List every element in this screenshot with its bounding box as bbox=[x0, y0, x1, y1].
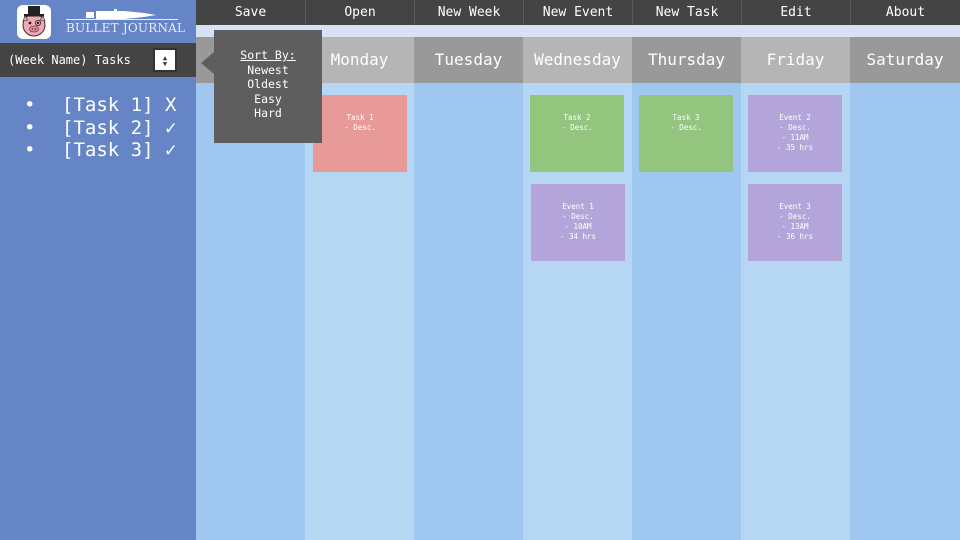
brand-name: BULLET JOURNAL bbox=[66, 19, 186, 35]
task-status-x-icon[interactable]: X bbox=[164, 94, 177, 116]
fountain-pen-icon bbox=[86, 6, 156, 19]
task-list-item[interactable]: • [Task 2] ✓ bbox=[24, 117, 176, 140]
bullet-icon: • bbox=[24, 94, 36, 116]
day-column-wednesday: Wednesday Task 2 - Desc. Event 1 - Desc.… bbox=[523, 37, 632, 540]
event-card[interactable]: Event 2 - Desc. - 11AM - 35 hrs bbox=[748, 95, 842, 172]
day-header-monday: Monday bbox=[305, 37, 414, 83]
logo-area: BULLET JOURNAL bbox=[0, 0, 196, 43]
sort-popup-title: Sort By: bbox=[240, 48, 296, 62]
menu-save[interactable]: Save bbox=[234, 5, 267, 20]
task-list-item[interactable]: • [Task 1] X bbox=[24, 94, 176, 117]
menu-about[interactable]: About bbox=[850, 0, 960, 25]
day-header-thursday: Thursday bbox=[632, 37, 741, 83]
bullet-icon: • bbox=[24, 116, 36, 139]
sort-option-newest[interactable]: Newest bbox=[247, 62, 289, 77]
sort-toggle-button[interactable]: ▲ ▼ bbox=[153, 48, 177, 72]
day-column-saturday: Saturday bbox=[850, 37, 960, 540]
day-column-friday: Friday Event 2 - Desc. - 11AM - 35 hrs E… bbox=[741, 37, 850, 540]
sidebar-title: (Week Name) Tasks bbox=[8, 53, 131, 67]
sort-down-icon: ▼ bbox=[162, 60, 168, 68]
menu-new-week[interactable]: New Week bbox=[414, 0, 523, 25]
week-columns: Monday Task 1 - Desc. Tuesday Wednesday … bbox=[196, 37, 960, 540]
menubar-divider-strip bbox=[196, 25, 960, 37]
sort-option-oldest[interactable]: Oldest bbox=[247, 77, 289, 91]
sort-up-icon: ▲ bbox=[162, 54, 168, 62]
sort-option-hard[interactable]: Hard bbox=[254, 106, 282, 120]
pig-with-top-hat-icon bbox=[17, 5, 51, 39]
bullet-icon: • bbox=[24, 139, 36, 161]
sidebar: BULLET JOURNAL (Week Name) Tasks ▲ ▼ • [T… bbox=[0, 0, 196, 540]
day-column-monday: Monday Task 1 - Desc. bbox=[305, 37, 414, 540]
menu-open[interactable]: Open bbox=[305, 0, 414, 25]
menu-edit[interactable]: Edit bbox=[741, 0, 850, 25]
task-status-check-icon[interactable]: ✓ bbox=[164, 116, 177, 139]
task-label: [Task 3] bbox=[62, 139, 154, 161]
menu-new-task[interactable]: New Task bbox=[632, 0, 741, 25]
task-card[interactable]: Task 2 - Desc. bbox=[530, 95, 624, 172]
day-header-saturday: Saturday bbox=[850, 37, 960, 83]
sort-popup-pointer bbox=[201, 52, 214, 74]
menu-new-event[interactable]: New Event bbox=[523, 0, 632, 25]
sort-option-easy[interactable]: Easy bbox=[254, 91, 282, 106]
day-column-tuesday: Tuesday bbox=[414, 37, 523, 540]
task-card[interactable]: Task 1 - Desc. bbox=[313, 95, 407, 172]
event-card[interactable]: Event 1 - Desc. - 10AM - 34 hrs bbox=[531, 184, 625, 261]
day-column-thursday: Thursday Task 3 - Desc. bbox=[632, 37, 741, 540]
task-card[interactable]: Task 3 - Desc. bbox=[639, 95, 733, 172]
task-status-check-icon[interactable]: ✓ bbox=[164, 139, 177, 161]
menubar: Save Open New Week New Event New Task Ed… bbox=[196, 0, 960, 25]
task-list-item[interactable]: • [Task 3] ✓ bbox=[24, 139, 176, 162]
task-label: [Task 1] bbox=[62, 94, 154, 116]
day-header-wednesday: Wednesday bbox=[523, 37, 632, 83]
task-list: • [Task 1] X • [Task 2] ✓ • [Task 3] ✓ bbox=[24, 94, 176, 162]
event-card[interactable]: Event 3 - Desc. - 13AM - 36 hrs bbox=[748, 184, 842, 261]
sort-popup: Sort By: Newest Oldest Easy Hard bbox=[214, 30, 322, 143]
task-label: [Task 2] bbox=[62, 116, 154, 139]
day-header-tuesday: Tuesday bbox=[414, 37, 523, 83]
day-header-friday: Friday bbox=[741, 37, 850, 83]
